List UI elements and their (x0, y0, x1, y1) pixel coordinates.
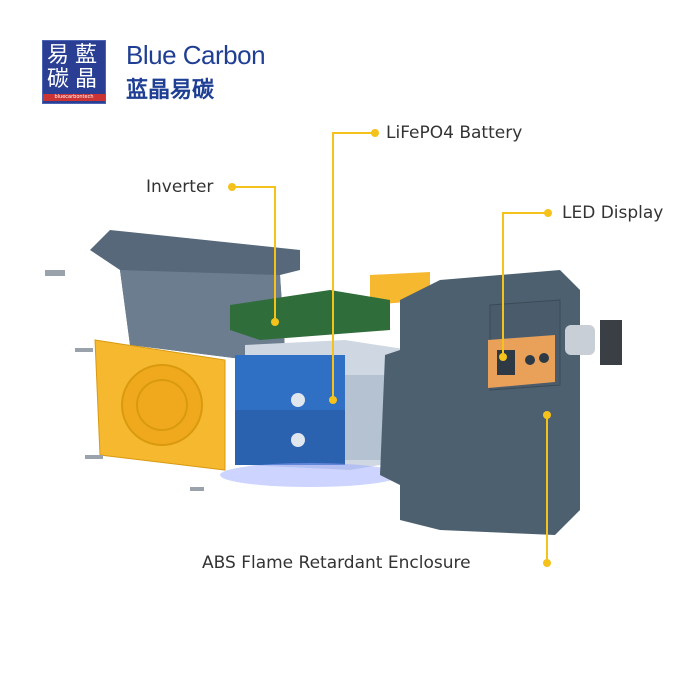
screws (45, 270, 204, 491)
logo-char: 藍 (75, 43, 98, 68)
callout-led-display: LED Display (562, 203, 664, 223)
callout-battery: LiFePO4 Battery (386, 123, 523, 143)
callout-dots (228, 129, 552, 567)
pcb-board (230, 290, 390, 340)
abs-enclosure (380, 270, 622, 535)
logo-char: 晶 (75, 67, 98, 92)
logo-char: 碳 (47, 67, 70, 92)
brand-name-en: Blue Carbon (126, 40, 266, 70)
callout-enclosure: ABS Flame Retardant Enclosure (202, 553, 471, 573)
callout-lines (232, 132, 548, 563)
fan-panel (94, 339, 226, 471)
logo-strip: bluecarbontech (43, 94, 105, 101)
inverter-case (90, 230, 300, 360)
logo-char: 易 (47, 43, 70, 68)
callout-inverter: Inverter (146, 177, 214, 197)
battery-cells (220, 340, 410, 487)
logo: 易 藍 碳 晶 bluecarbontech (42, 40, 106, 104)
brand-name-cn: 蓝晶易碳 (126, 78, 215, 103)
